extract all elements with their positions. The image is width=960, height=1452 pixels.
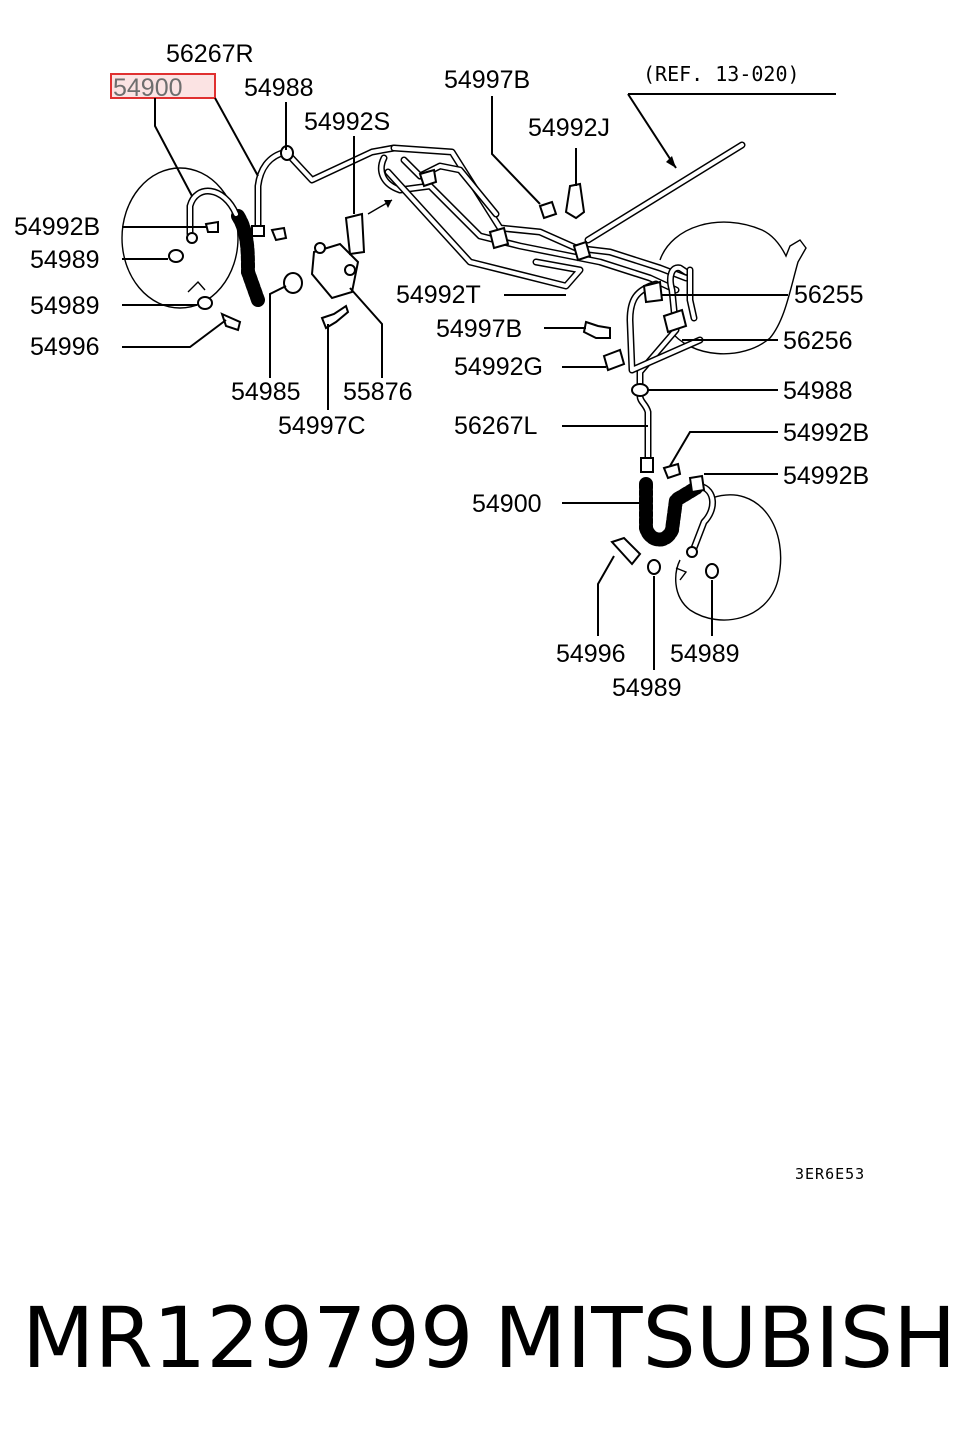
label-56267R[interactable]: 56267R bbox=[166, 40, 254, 68]
label-54992J[interactable]: 54992J bbox=[528, 114, 610, 142]
washer-left-b bbox=[197, 296, 213, 310]
small-parts bbox=[168, 145, 719, 581]
left-brake-disc-outline bbox=[121, 167, 239, 309]
label-54900-highlighted[interactable]: 54900 bbox=[113, 74, 183, 102]
part-labels: 56267R 54900 54988 54997B 54992S 54992J … bbox=[14, 40, 869, 702]
washer-bottom-a bbox=[647, 559, 661, 575]
label-54997B-mid[interactable]: 54997B bbox=[436, 315, 522, 343]
junction-block-b bbox=[572, 240, 592, 262]
bolt-54996-bottom bbox=[610, 536, 642, 566]
junction-block-c bbox=[418, 168, 438, 188]
label-54988-right[interactable]: 54988 bbox=[783, 377, 853, 405]
drawing-code: 3ER6E53 bbox=[795, 1165, 865, 1183]
valve-55876 bbox=[310, 242, 360, 300]
label-54996-left[interactable]: 54996 bbox=[30, 333, 100, 361]
junction-block-a bbox=[488, 226, 510, 250]
clip-right-a bbox=[662, 462, 682, 480]
clamp-54992S bbox=[344, 212, 366, 256]
label-56255[interactable]: 56255 bbox=[794, 281, 864, 309]
label-54985[interactable]: 54985 bbox=[231, 378, 301, 406]
label-56256[interactable]: 56256 bbox=[783, 327, 853, 355]
bracket-54992J bbox=[564, 182, 586, 220]
label-54992T[interactable]: 54992T bbox=[396, 281, 481, 309]
washer-bottom-b bbox=[705, 563, 719, 579]
label-54988-top[interactable]: 54988 bbox=[244, 74, 314, 102]
label-55876[interactable]: 55876 bbox=[343, 378, 413, 406]
label-54989-bottom-b[interactable]: 54989 bbox=[670, 640, 740, 668]
spring-clip-left bbox=[187, 280, 206, 293]
grommet-54985 bbox=[283, 272, 303, 294]
brake-pipe-bundle bbox=[377, 144, 690, 294]
clip-left bbox=[204, 220, 219, 233]
rear-axle-housing bbox=[659, 221, 807, 355]
connector-56256 bbox=[662, 308, 688, 334]
label-54996-bottom[interactable]: 54996 bbox=[556, 640, 626, 668]
connector-56255 bbox=[642, 280, 664, 304]
clip-right-b bbox=[688, 474, 706, 494]
label-54992G[interactable]: 54992G bbox=[454, 353, 543, 381]
grommet-54988-right bbox=[631, 383, 649, 397]
brake-pipe-56267R bbox=[254, 144, 398, 232]
clip-top bbox=[270, 226, 288, 242]
bolt-54997B-mid bbox=[582, 320, 611, 339]
footer-brand: MITSUBISHI bbox=[494, 1289, 960, 1387]
label-54992S[interactable]: 54992S bbox=[304, 108, 390, 136]
clip-54992G bbox=[602, 348, 626, 372]
label-54900-bottom[interactable]: 54900 bbox=[472, 490, 542, 518]
label-54989-bottom-a[interactable]: 54989 bbox=[612, 674, 682, 702]
reference-label: (REF. 13-020) bbox=[643, 62, 800, 86]
left-brake-hose-54900 bbox=[186, 187, 265, 307]
label-54992B-left[interactable]: 54992B bbox=[14, 213, 100, 241]
label-54992B-right-a[interactable]: 54992B bbox=[783, 419, 869, 447]
label-54992B-right-b[interactable]: 54992B bbox=[783, 462, 869, 490]
label-54997B-top[interactable]: 54997B bbox=[444, 66, 530, 94]
footer-part-number: MR129799 bbox=[22, 1289, 474, 1387]
spring-clip-bottom bbox=[675, 567, 688, 581]
bolt-54997B-top bbox=[538, 200, 558, 220]
brake-pipe-56267L bbox=[626, 264, 704, 462]
main-brake-pipe-to-ref bbox=[584, 141, 746, 244]
leader-lines bbox=[122, 93, 836, 670]
label-54989-left-a[interactable]: 54989 bbox=[30, 246, 100, 274]
bolt-54997C bbox=[320, 304, 350, 330]
label-54989-left-b[interactable]: 54989 bbox=[30, 292, 100, 320]
right-brake-hose-54900 bbox=[639, 457, 716, 558]
right-brake-disc-outline bbox=[675, 494, 782, 621]
highlighted-part-box bbox=[110, 73, 216, 99]
washer-left-a bbox=[168, 249, 184, 263]
label-56267L[interactable]: 56267L bbox=[454, 412, 538, 440]
label-54997C[interactable]: 54997C bbox=[278, 412, 366, 440]
